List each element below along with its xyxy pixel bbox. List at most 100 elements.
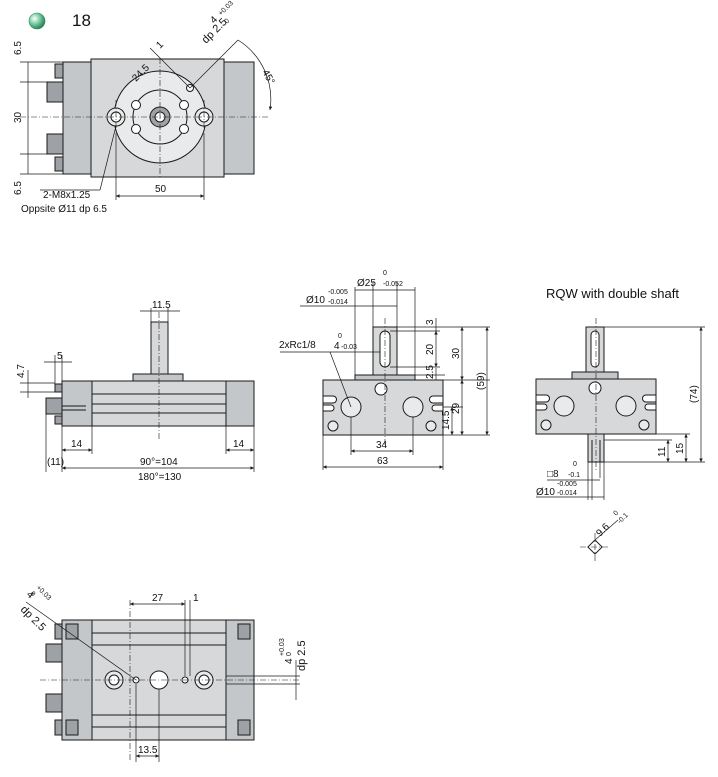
front-length-180: 180°=130 — [138, 472, 182, 483]
ds-square-tol-lower: -0.1 — [568, 472, 580, 479]
bottom-hole-tol-upper: +0.03 — [35, 584, 53, 602]
top-dim-offset: 1 — [154, 39, 166, 51]
side-bottom-hole — [327, 420, 339, 432]
top-right-end-cap — [223, 61, 255, 175]
top-port-fitting — [46, 81, 64, 103]
front-view: 11.5 4.7 5 14 14 (11) 90°=104 180°=130 — [16, 300, 255, 483]
bullet-icon — [28, 12, 46, 30]
front-length-90: 90°=104 — [140, 457, 178, 468]
side-boss-tol-lower: -0.052 — [383, 281, 403, 288]
front-right-end: 14 — [233, 439, 245, 450]
bottom-right-hole-main: 4 — [284, 658, 295, 664]
ds-shaft-tol-lower: -0.014 — [557, 490, 577, 497]
dim-bottom: 6.5 — [13, 181, 24, 195]
ds-center-hole — [588, 381, 602, 395]
top-view: 6.5 30 6.5 4 +0.03 0 dp 2.5 1 24.5 45° 2… — [13, 0, 276, 215]
side-shaft-tol-lower: -0.014 — [328, 299, 348, 306]
front-right-cap — [225, 380, 255, 427]
side-bottom-hole — [425, 420, 437, 432]
top-pin-hole — [131, 100, 141, 110]
front-overhang: (11) — [47, 457, 64, 468]
side-slot — [431, 404, 444, 412]
bottom-dim-13-5: 13.5 — [138, 745, 158, 756]
front-port-width: 5 — [57, 351, 63, 362]
opposite-callout: Oppsite Ø11 dp 6.5 — [21, 204, 107, 215]
bottom-port-fitting — [45, 643, 63, 663]
side-port-right — [402, 396, 424, 418]
ds-flat-length: 11 — [657, 446, 668, 457]
ds-slot — [644, 403, 657, 411]
side-shaft-dia: Ø10 — [306, 295, 325, 306]
bottom-hole-depth: dp 2.5 — [18, 604, 48, 634]
side-port-callout: 2xRc1/8 — [279, 340, 316, 351]
side-center-height: 14.5 — [441, 410, 452, 430]
front-shaft-width: 11.5 — [152, 300, 171, 311]
top-left-end-cap — [62, 61, 92, 175]
top-hole-tol-lower: 0 — [223, 18, 231, 26]
front-port-fitting — [45, 397, 63, 415]
side-slot — [322, 404, 335, 412]
bottom-view: 27 1 4 +0.03 0 dp 2.5 4 +0.03 0 dp 2.5 1… — [18, 584, 308, 762]
section-number: 18 — [72, 11, 91, 30]
side-boss-height: 2.5 — [425, 365, 436, 379]
front-port-height: 4.7 — [16, 364, 27, 378]
bottom-right-hole-tol-lower: 0 — [286, 652, 293, 656]
ds-port-left — [553, 395, 575, 417]
bottom-right-hole-depth: dp 2.5 — [296, 640, 308, 671]
side-key-top: 3 — [425, 319, 436, 325]
ds-port-right — [615, 395, 637, 417]
ds-section-size: 9.6 — [594, 521, 612, 539]
side-slot — [429, 395, 444, 404]
bottom-dim-1: 1 — [193, 593, 199, 604]
side-boss-dia: Ø25 — [357, 278, 376, 289]
side-boss-tol-upper: 0 — [383, 270, 387, 277]
ds-square-size: □8 — [547, 469, 559, 480]
bottom-dim-27: 27 — [152, 593, 164, 604]
bottom-bolt-head — [65, 719, 79, 736]
ds-bottom-hole — [540, 419, 552, 431]
bottom-port-fitting — [45, 693, 63, 713]
side-key-length: 20 — [425, 343, 436, 355]
ds-lower-shaft: 15 — [675, 442, 686, 454]
bottom-hole-tol-lower: 0 — [29, 590, 37, 598]
top-bolt-head — [54, 156, 64, 172]
top-hole-tol-upper: +0.03 — [217, 0, 235, 17]
side-shaft-tol-upper: -0.005 — [328, 289, 348, 296]
side-total-height: (59) — [476, 372, 487, 390]
front-left-cap — [61, 380, 93, 427]
bottom-bolt-head — [237, 719, 251, 736]
side-width-total: 63 — [377, 456, 389, 467]
double-shaft-view: RQW with double shaft (74) 15 11 — [535, 286, 705, 561]
top-pin-hole — [131, 124, 141, 134]
ds-slot — [535, 394, 550, 403]
dim-top: 6.5 — [13, 41, 24, 55]
variant-heading: RQW with double shaft — [546, 286, 679, 301]
side-width-inner: 34 — [376, 440, 388, 451]
side-center-hole — [374, 382, 388, 396]
header: 18 — [28, 11, 91, 30]
ds-slot — [642, 394, 657, 403]
side-body-height: 29 — [451, 402, 462, 414]
ds-shaft-tol-upper: -0.005 — [557, 481, 577, 488]
side-key-tol-lower: -0.03 — [341, 344, 357, 351]
side-key-tol-upper: 0 — [338, 333, 342, 340]
front-bolt-head — [54, 383, 63, 393]
ds-square-tol-upper: 0 — [573, 461, 577, 468]
bottom-bolt-head — [54, 719, 63, 736]
top-pin-hole — [179, 100, 189, 110]
top-angle: 45° — [259, 68, 276, 87]
front-left-end: 14 — [71, 439, 83, 450]
front-bolt-head — [54, 415, 63, 425]
dim-middle: 30 — [13, 111, 24, 123]
side-view: Ø25 0 -0.052 Ø10 -0.005 -0.014 2xRc1/8 4… — [279, 270, 490, 470]
top-pin-hole — [179, 124, 189, 134]
front-shaft — [150, 321, 169, 377]
ds-boss — [571, 371, 619, 380]
front-shaft-boss — [132, 373, 184, 382]
ds-section-tol-upper: 0 — [612, 510, 620, 518]
ds-bottom-hole — [638, 419, 650, 431]
side-shaft-total: 30 — [451, 347, 462, 359]
ds-keyway — [590, 330, 600, 368]
bottom-bolt-head — [65, 623, 79, 640]
ds-total-height: (74) — [689, 385, 700, 403]
